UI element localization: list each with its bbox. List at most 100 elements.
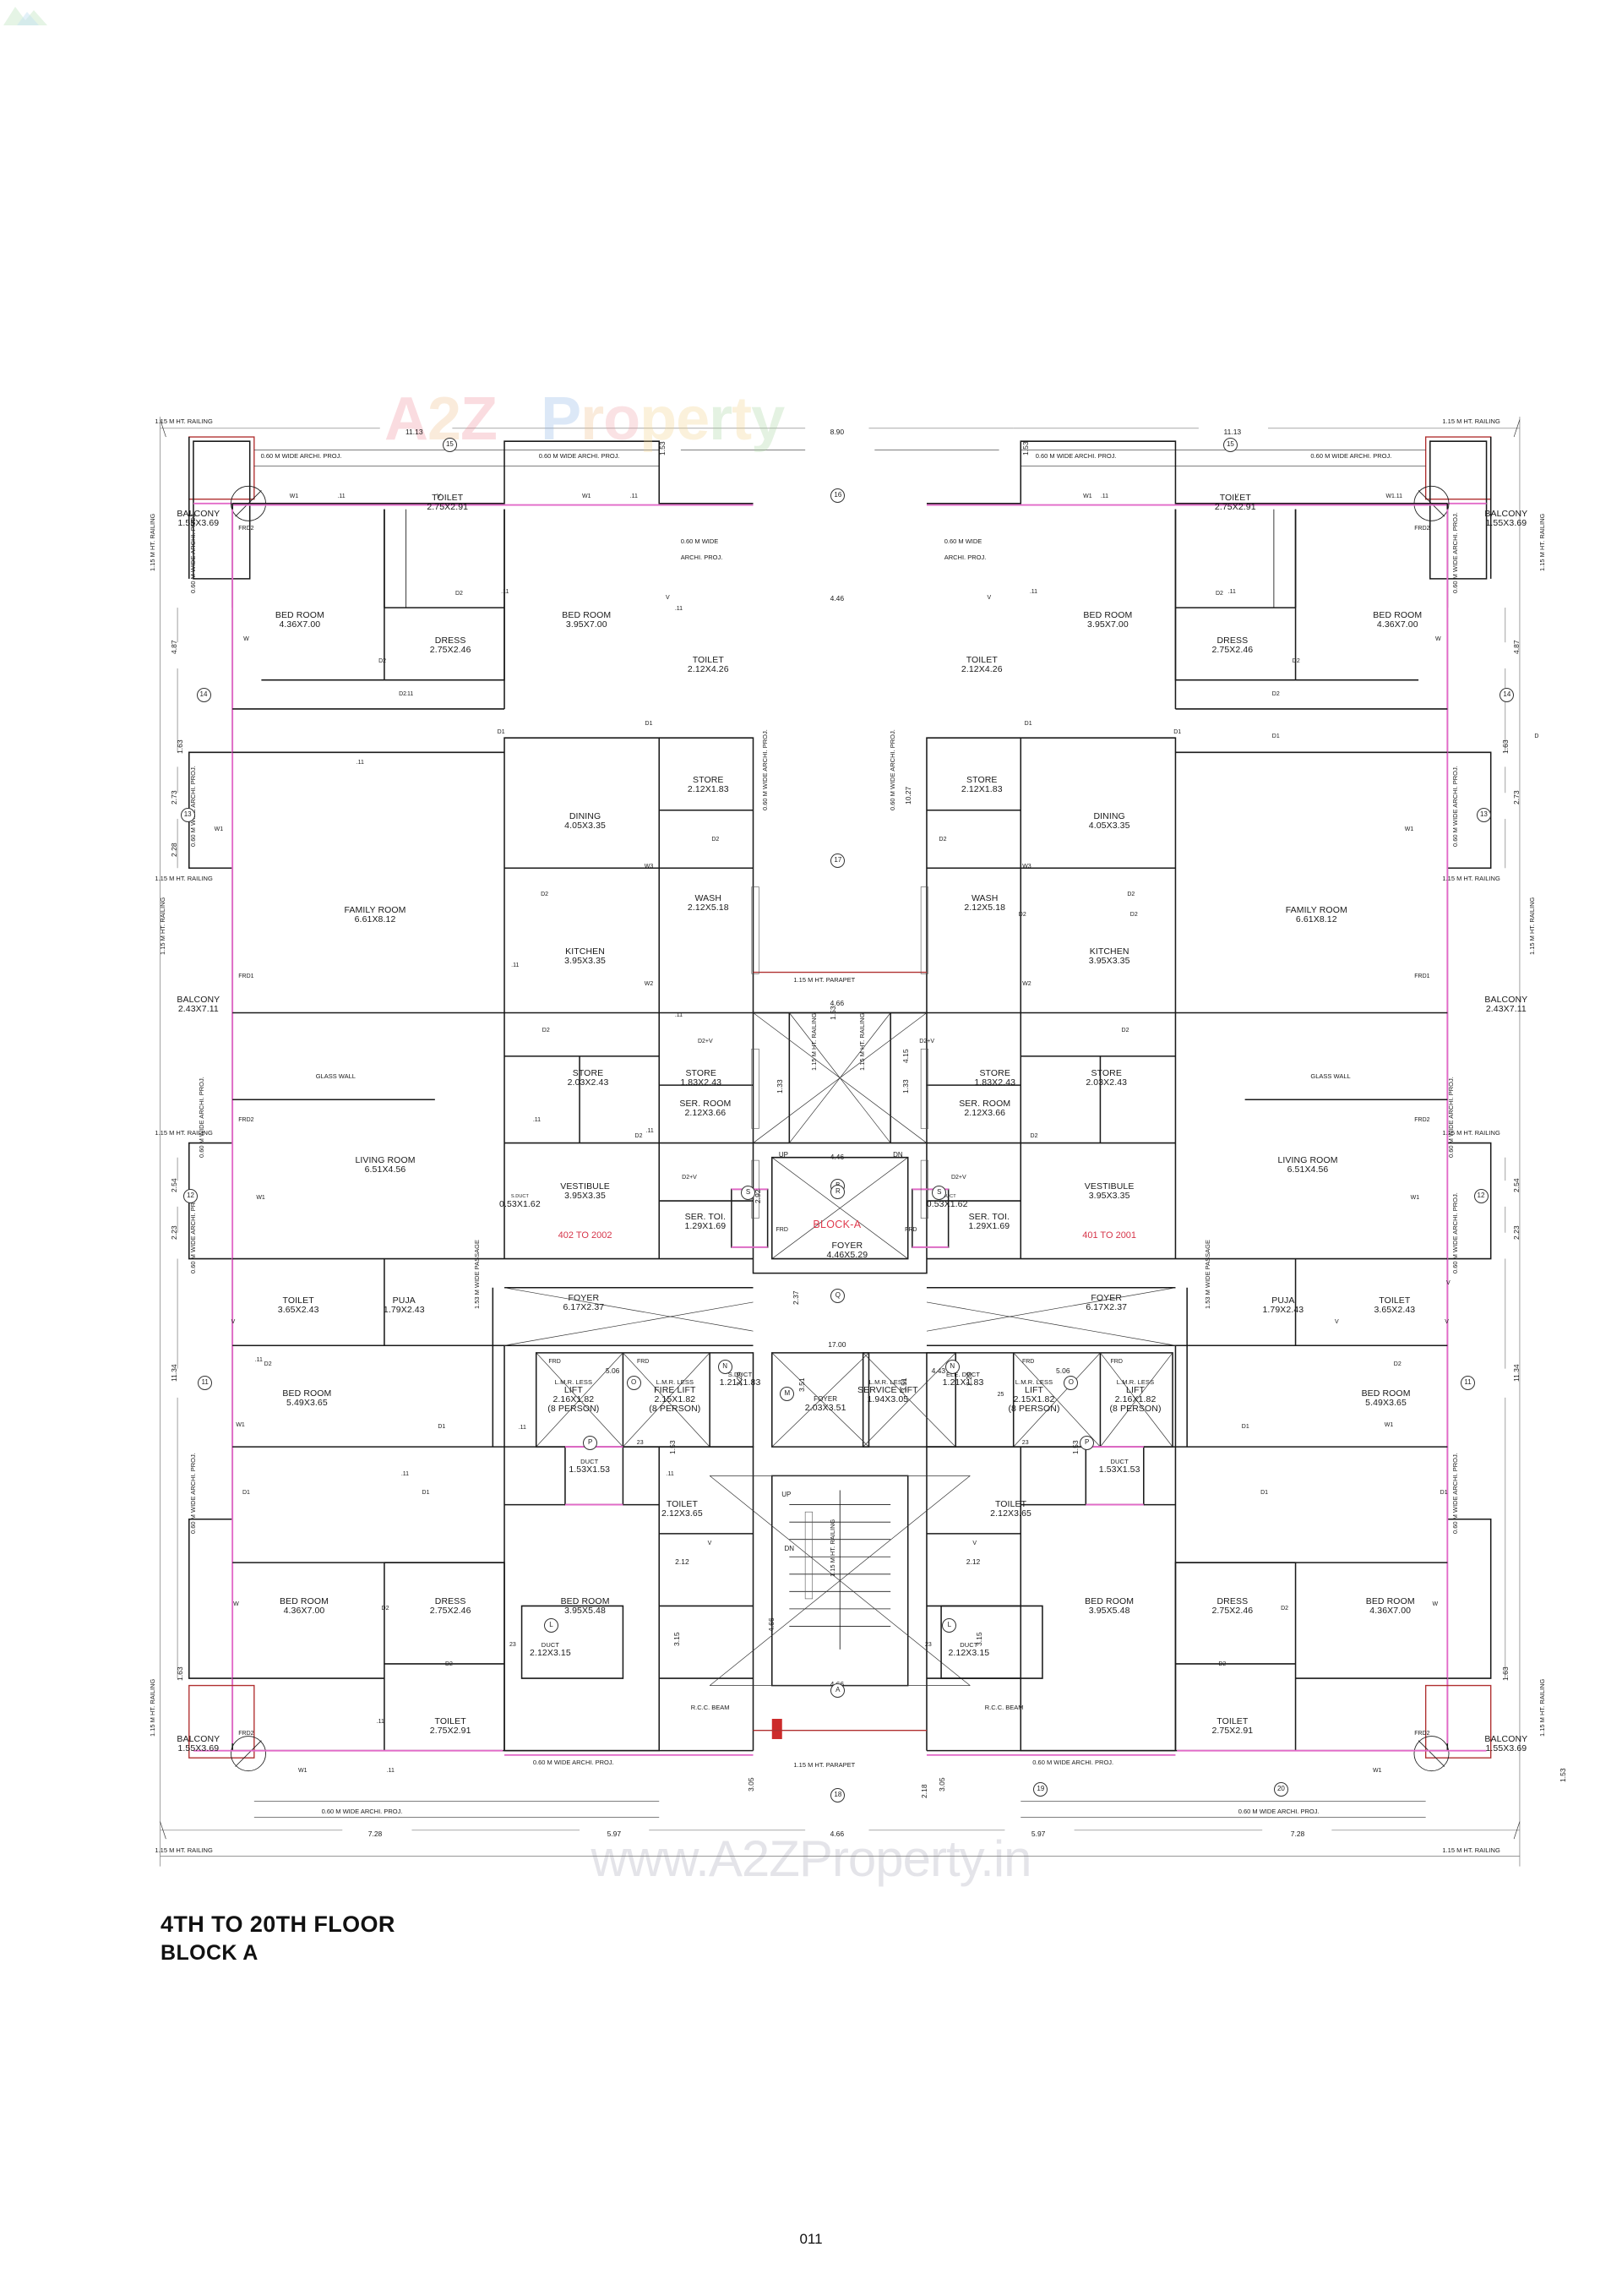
vnote-11: 1.15 M HT. RAILING: [1528, 897, 1537, 955]
dim-h-8: 5.06: [1056, 1366, 1070, 1375]
opening-tag-53: D1: [1440, 1490, 1448, 1497]
dim-v-5: 11.34: [170, 1364, 179, 1383]
note-4: ARCHI. PROJ.: [680, 553, 723, 561]
note-9: 1.15 M HT. RAILING: [1442, 417, 1500, 425]
opening-tag-81: 23: [636, 1439, 644, 1446]
dim-h-11: 7.28: [367, 1829, 383, 1838]
opening-tag-80: 23: [924, 1642, 932, 1649]
vnote-7: 1.15 M HT. RAILING: [148, 1678, 156, 1737]
room-dimension: 1.55X3.69: [1485, 1742, 1527, 1753]
dim-v-30: 4.66: [766, 1617, 776, 1633]
grid-bubble-N: N: [944, 1359, 960, 1374]
room-dimension: 3.95X7.00: [1087, 619, 1129, 630]
room-name: FAMILY ROOM: [344, 904, 406, 915]
note-13: 1.15 M HT. RAILING: [1442, 1129, 1500, 1137]
room-name: STORE: [979, 1068, 1010, 1079]
note-20: 0.60 M WIDE ARCHI. PROJ.: [532, 1758, 614, 1766]
note-24: 1.15 M HT. RAILING: [155, 1846, 213, 1855]
opening-tag-1: W1: [582, 493, 591, 499]
room-dimension: 1.29X1.69: [684, 1220, 727, 1231]
room-name: FOYER: [568, 1292, 600, 1303]
opening-tag-62: FRD1: [238, 973, 254, 980]
dim-v-2: 2.28: [170, 843, 179, 857]
dim-v-26: 3.51: [797, 1377, 806, 1393]
opening-tag-63: FRD1: [1414, 973, 1430, 980]
vnote-16: 1.53 M WIDE PASSAGE: [472, 1240, 481, 1310]
opening-tag-29: D2: [454, 590, 463, 597]
opening-tag-22: W2: [644, 980, 654, 987]
room-dimension: 3.95X7.00: [565, 619, 607, 630]
room-dimension: 2.12X5.18: [687, 903, 729, 913]
note-8: 0.60 M WIDE ARCHI. PROJ.: [1310, 451, 1392, 460]
dim-v-13: 1.63: [1500, 739, 1510, 754]
vnote-3: 1.15 M HT. RAILING: [158, 897, 166, 955]
room-dimension: 3.95X5.48: [564, 1606, 606, 1617]
room-name: TOILET: [1216, 1716, 1249, 1727]
dim-h-12: 5.97: [607, 1829, 622, 1838]
room-dimension: 2.12X1.83: [687, 783, 729, 794]
room-name: DINING: [1093, 810, 1125, 821]
grid-bubble-L: L: [543, 1618, 558, 1633]
room-name: STORE: [966, 774, 998, 785]
opening-tag-51: D1: [422, 1490, 430, 1497]
room-name: TOILET: [1379, 1295, 1411, 1306]
dim-v-14: 1.63: [1500, 1666, 1510, 1682]
room-dimension: 3.95X3.35: [1088, 1190, 1130, 1201]
opening-tag-44: D2+V: [919, 1039, 934, 1045]
room-dimension: 2.75X2.91: [427, 501, 469, 512]
opening-tag-24: D1: [497, 728, 505, 735]
dim-h-14: 5.97: [1031, 1829, 1046, 1838]
title-block: 4TH TO 20TH FLOOR BLOCK A: [161, 1912, 395, 1966]
vnote-5: 0.60 M WIDE ARCHI. PROJ.: [188, 1192, 197, 1273]
stair-dn-bottom: DN: [784, 1544, 795, 1552]
vnote-21: 1.15 M HT. RAILING: [857, 1012, 866, 1071]
room-dimension: 4.36X7.00: [279, 619, 321, 630]
room-name: VESTIBULE: [1084, 1181, 1135, 1192]
opening-tag-83: 25: [997, 1392, 1004, 1399]
opening-tag-86: D2: [1129, 911, 1138, 918]
room-dimension: 6.17X2.37: [1086, 1301, 1128, 1312]
vnote-2: 0.60 M WIDE ARCHI. PROJ.: [188, 765, 197, 847]
note-7: 0.60 M WIDE ARCHI. PROJ.: [1035, 451, 1117, 460]
dim-v-28: 3.15: [672, 1632, 682, 1647]
room-name: BALCONY: [1484, 1733, 1528, 1744]
note-16: 1.15 M HT. PARAPET: [793, 975, 856, 984]
unit-range-right: 401 TO 2001: [1082, 1230, 1137, 1241]
room-dimension: 2.75X2.91: [1211, 1726, 1254, 1737]
room-dimension: 3.95X3.35: [564, 1190, 606, 1201]
opening-tag-78: D: [1534, 734, 1539, 740]
note-3: 0.60 M WIDE: [680, 537, 719, 545]
room-name: DRESS: [1216, 1596, 1249, 1607]
room-left-inner-10: SER. TOI.1.29X1.69: [684, 1212, 727, 1231]
wall-tick-17: .11: [666, 1471, 674, 1478]
dim-v-34: 1.53: [668, 1440, 677, 1454]
opening-tag-2: W1: [1083, 493, 1092, 499]
dim-h-13: 4.66: [830, 1829, 845, 1838]
opening-tag-18: W1: [298, 1768, 308, 1775]
room-name: BALCONY: [177, 508, 220, 519]
opening-tag-42: D2: [1030, 1132, 1038, 1139]
opening-tag-66: FRD2: [238, 1730, 254, 1737]
dim-v-33: 3.05: [937, 1777, 946, 1792]
room-dimension: 2.12X3.66: [684, 1108, 727, 1119]
opening-tag-28: D2: [378, 658, 387, 664]
wall-tick-5: .11: [674, 606, 683, 613]
note-6: ARCHI. PROJ.: [944, 553, 987, 561]
room-name: WASH: [694, 893, 722, 904]
room-name: TOILET: [994, 1499, 1027, 1510]
